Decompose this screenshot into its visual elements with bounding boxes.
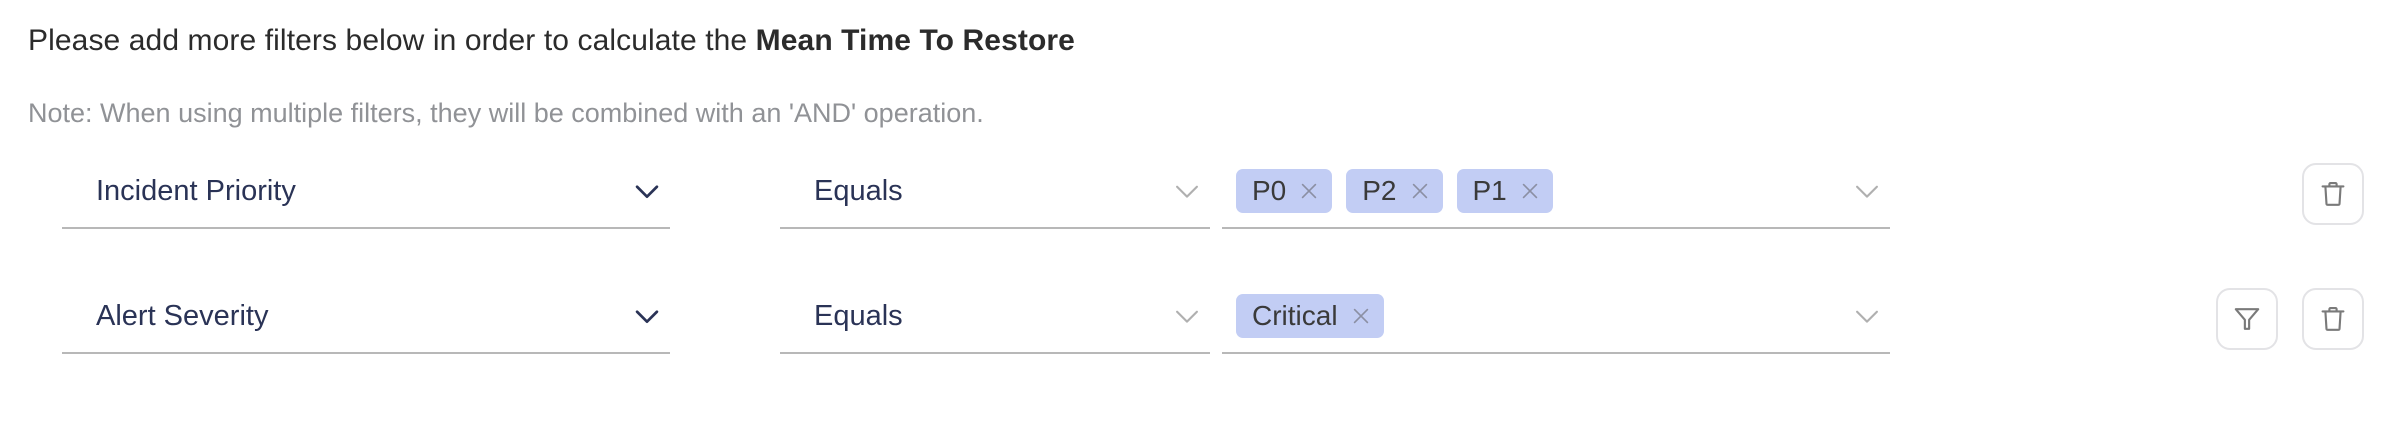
filter-row-actions: [2216, 288, 2364, 350]
filter-attribute-value: Alert Severity: [96, 299, 269, 332]
close-icon[interactable]: [1519, 180, 1541, 202]
page-title: Please add more filters below in order t…: [28, 22, 1075, 60]
filter-row-actions: [2302, 163, 2364, 225]
trash-icon: [2321, 307, 2345, 331]
funnel-icon: [2234, 308, 2260, 330]
filter-row: Alert Severity Equals Critical: [0, 280, 2408, 405]
filter-value-chip[interactable]: Critical: [1236, 294, 1384, 338]
close-icon[interactable]: [1350, 305, 1372, 327]
delete-filter-button[interactable]: [2302, 163, 2364, 225]
add-filter-button[interactable]: [2216, 288, 2278, 350]
chevron-down-icon: [1856, 185, 1878, 198]
filter-row: Incident Priority Equals P0: [0, 155, 2408, 280]
close-icon[interactable]: [1298, 180, 1320, 202]
filter-attribute-value: Incident Priority: [96, 174, 296, 207]
chevron-down-icon: [1856, 310, 1878, 323]
chip-label: P2: [1362, 174, 1397, 206]
filter-value-chip[interactable]: P0: [1236, 169, 1333, 213]
filter-value-chips: Critical: [1236, 294, 1384, 338]
filter-operator-select[interactable]: Equals: [780, 155, 1210, 229]
page-title-prefix: Please add more filters below in order t…: [28, 24, 756, 57]
filter-value-chip[interactable]: P1: [1456, 169, 1553, 213]
chevron-down-icon: [1176, 310, 1198, 323]
chip-label: Critical: [1252, 299, 1338, 331]
page-title-metric: Mean Time To Restore: [755, 24, 1075, 57]
chip-label: P1: [1472, 174, 1507, 206]
filter-attribute-select[interactable]: Alert Severity: [62, 280, 670, 354]
trash-icon: [2321, 182, 2345, 206]
filter-value-multiselect[interactable]: Critical: [1222, 280, 1890, 354]
filter-value-chips: P0 P2 P1: [1236, 169, 1553, 213]
filter-note: Note: When using multiple filters, they …: [28, 98, 984, 128]
filter-operator-select[interactable]: Equals: [780, 280, 1210, 354]
filter-value-multiselect[interactable]: P0 P2 P1: [1222, 155, 1890, 229]
filter-operator-value: Equals: [814, 299, 903, 332]
filter-attribute-select[interactable]: Incident Priority: [62, 155, 670, 229]
filter-operator-value: Equals: [814, 174, 903, 207]
filter-value-chip[interactable]: P2: [1346, 169, 1443, 213]
chevron-down-icon: [635, 185, 659, 199]
close-icon[interactable]: [1409, 180, 1431, 202]
chevron-down-icon: [635, 310, 659, 324]
chip-label: P0: [1252, 174, 1287, 206]
filter-rows: Incident Priority Equals P0: [0, 155, 2408, 405]
chevron-down-icon: [1176, 185, 1198, 198]
delete-filter-button[interactable]: [2302, 288, 2364, 350]
